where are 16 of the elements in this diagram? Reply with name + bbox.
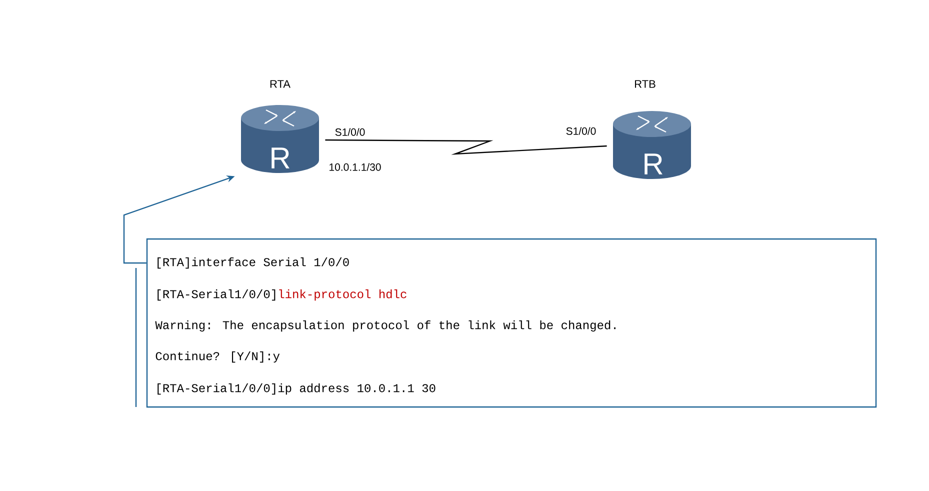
command-line: [RTA]interface Serial 1/0/0: [158, 257, 349, 269]
serial-link: [325, 139, 607, 155]
command-line: Continue? [Y/N]:y: [156, 351, 280, 363]
router-letter: R: [644, 154, 662, 174]
command-line: Warning: The encapsulation protocol of the link will be changed.: [155, 320, 616, 332]
command-box: [146, 238, 877, 408]
router-icon: [613, 111, 691, 179]
address-label: 10.0.1.1/30: [330, 163, 381, 171]
router-letter: R: [272, 148, 290, 168]
command-line: [RTA-Serial1/0/0]ip address 10.0.1.1 30: [158, 383, 436, 395]
router-name: RTB: [635, 80, 656, 88]
command-line: [RTA-Serial1/0/0] link-protocol hdlc: [158, 289, 406, 301]
router-icon: [241, 105, 319, 173]
interface-label: S1/0/0: [566, 127, 596, 135]
interface-label: S1/0/0: [335, 128, 365, 136]
router-name: RTA: [270, 80, 290, 88]
